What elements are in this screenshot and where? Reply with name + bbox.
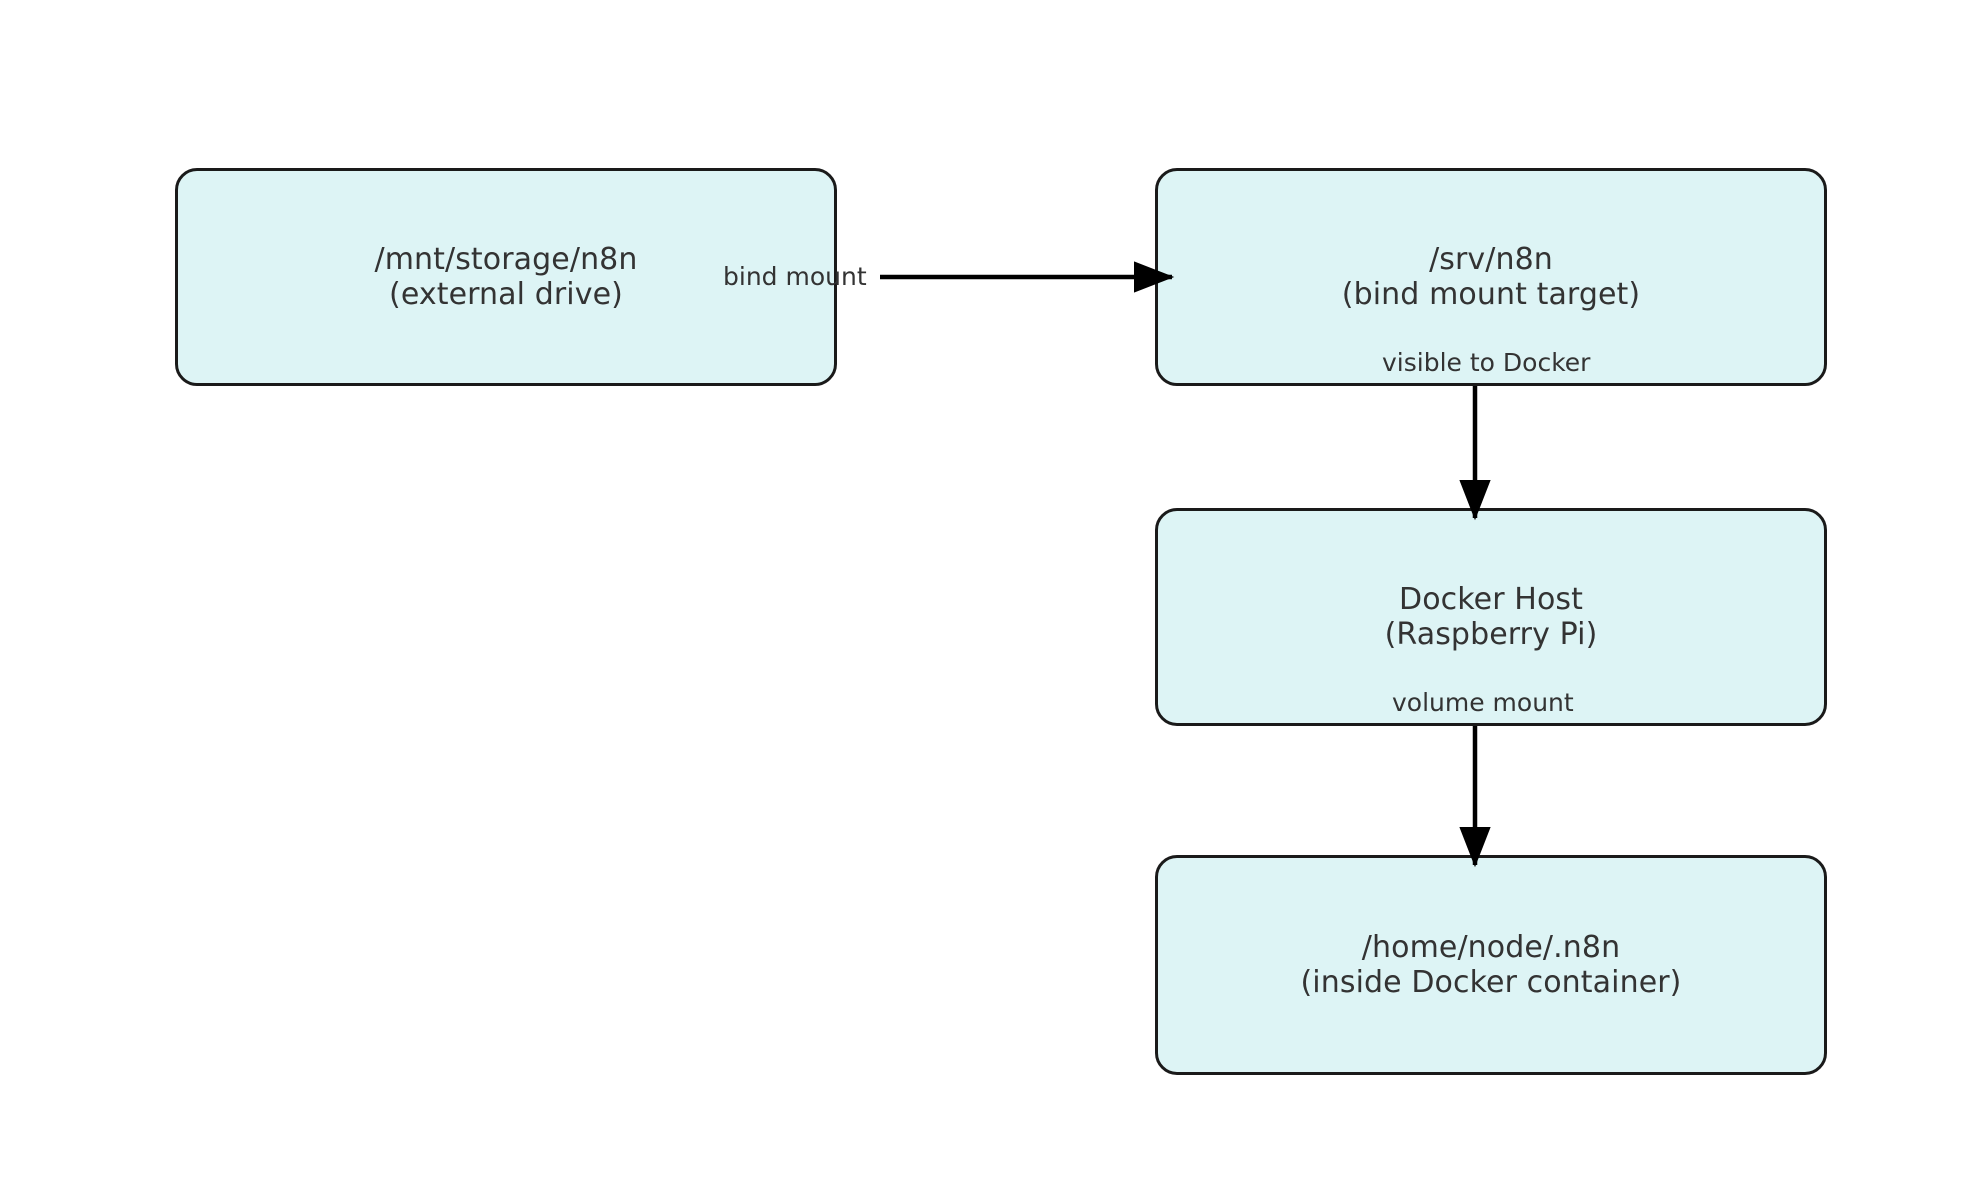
edge-label-visible-to-docker: visible to Docker: [1382, 348, 1591, 377]
docker-host-node[interactable]: Docker Host (Raspberry Pi): [1155, 508, 1827, 726]
container-path-node[interactable]: /home/node/.n8n (inside Docker container…: [1155, 855, 1827, 1075]
external-drive-node[interactable]: /mnt/storage/n8n (external drive): [175, 168, 837, 386]
external-drive-node-label: /mnt/storage/n8n (external drive): [374, 241, 638, 312]
bind-mount-target-node[interactable]: /srv/n8n (bind mount target): [1155, 168, 1827, 386]
docker-host-node-label: Docker Host (Raspberry Pi): [1384, 581, 1598, 652]
bind-mount-target-node-label: /srv/n8n (bind mount target): [1341, 241, 1641, 312]
edge-label-volume-mount: volume mount: [1392, 688, 1574, 717]
edge-label-bind-mount: bind mount: [723, 262, 867, 291]
container-path-node-label: /home/node/.n8n (inside Docker container…: [1300, 929, 1682, 1000]
